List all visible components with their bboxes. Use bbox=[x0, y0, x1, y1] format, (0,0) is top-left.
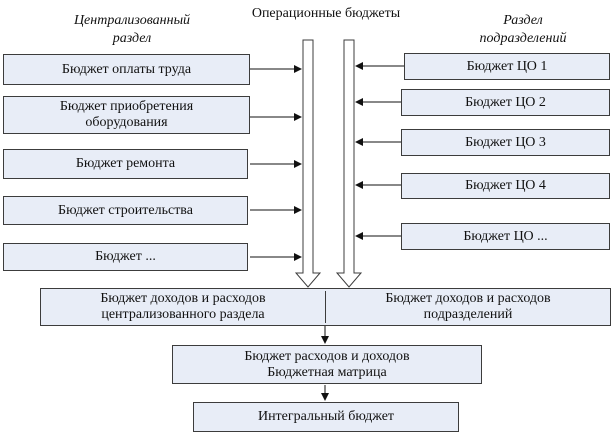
left-budget-4-label: Бюджет строительства bbox=[58, 202, 193, 218]
left-budget-4: Бюджет строительства bbox=[3, 196, 248, 225]
left-budget-2-label-line-1: Бюджет приобретения bbox=[59, 99, 194, 114]
right-section-heading: Раздел подразделений bbox=[448, 12, 598, 48]
center-heading: Операционные бюджеты bbox=[251, 6, 401, 21]
right-budget-3-label: Бюджет ЦО 3 bbox=[465, 134, 546, 150]
summary-departments-line-1: Бюджет доходов и расходов bbox=[385, 291, 551, 306]
left-budget-3: Бюджет ремонта bbox=[3, 149, 248, 179]
right-budget-2: Бюджет ЦО 2 bbox=[401, 89, 610, 116]
right-budget-1: Бюджет ЦО 1 bbox=[404, 53, 610, 80]
budget-matrix-line-1: Бюджет расходов и доходов bbox=[244, 348, 410, 364]
budget-matrix-box: Бюджет расходов и доходов Бюджетная матр… bbox=[172, 345, 482, 384]
right-budget-4-label: Бюджет ЦО 4 bbox=[465, 178, 546, 193]
right-heading-line-1: Раздел bbox=[503, 13, 543, 28]
left-section-heading: Централизованный раздел bbox=[52, 12, 212, 48]
departments-flow-arrow bbox=[335, 39, 363, 288]
integral-budget-label: Интегральный бюджет bbox=[257, 409, 395, 424]
right-budget-3: Бюджет ЦО 3 bbox=[401, 129, 610, 156]
integral-budget-box: Интегральный бюджет bbox=[193, 402, 459, 432]
left-heading-line-2: раздел bbox=[112, 31, 152, 46]
centralized-flow-arrow bbox=[294, 39, 322, 288]
left-budget-2: Бюджет приобретения оборудования bbox=[3, 96, 250, 134]
left-heading-line-1: Централизованный bbox=[73, 13, 191, 28]
summary-departments: Бюджет доходов и расходов подразделений bbox=[326, 291, 610, 323]
right-budget-4: Бюджет ЦО 4 bbox=[401, 173, 610, 199]
left-budget-3-label: Бюджет ремонта bbox=[75, 156, 176, 171]
left-budget-1: Бюджет оплаты труда bbox=[3, 54, 250, 85]
left-budget-5-label: Бюджет ... bbox=[95, 249, 156, 264]
right-budget-5-label: Бюджет ЦО ... bbox=[463, 228, 548, 244]
right-budget-1-label: Бюджет ЦО 1 bbox=[466, 58, 548, 74]
summary-centralized-line-1: Бюджет доходов и расходов bbox=[100, 291, 266, 306]
right-heading-line-2: подразделений bbox=[479, 31, 567, 46]
left-budget-5: Бюджет ... bbox=[3, 243, 248, 271]
left-budget-1-label: Бюджет оплаты труда bbox=[61, 61, 192, 77]
summary-centralized: Бюджет доходов и расходов централизованн… bbox=[41, 291, 326, 323]
summary-departments-line-2: подразделений bbox=[423, 307, 513, 322]
budget-matrix-line-2: Бюджетная матрица bbox=[267, 364, 387, 380]
right-budget-2-label: Бюджет ЦО 2 bbox=[465, 94, 546, 110]
summary-centralized-line-2: централизованного раздела bbox=[101, 307, 265, 322]
right-budget-5: Бюджет ЦО ... bbox=[401, 223, 610, 250]
left-budget-2-label-line-2: оборудования bbox=[85, 115, 168, 130]
summary-budgets-box: Бюджет доходов и расходов централизованн… bbox=[40, 288, 611, 326]
